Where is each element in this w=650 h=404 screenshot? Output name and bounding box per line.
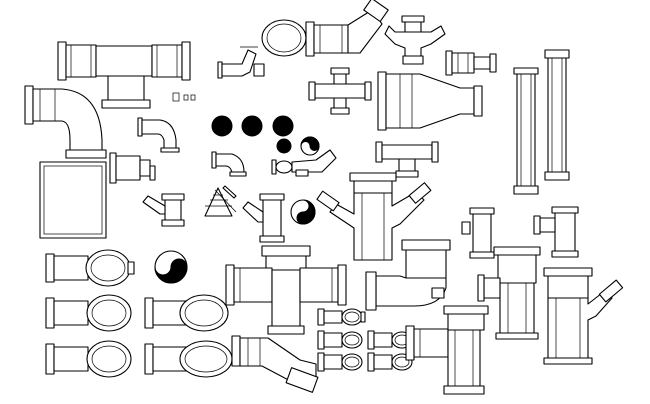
elbow-small-d — [271, 149, 337, 177]
tee-right-small-b — [533, 206, 579, 258]
trap-bend-right — [365, 239, 451, 311]
yin-yang-symbol-2 — [290, 199, 316, 225]
yin-yang-symbol-1 — [300, 136, 320, 156]
pipe-ring-pair-3 — [317, 352, 413, 372]
tee-right-small — [461, 207, 495, 259]
bent-pipe-bottom — [231, 335, 319, 393]
hatched-triangle — [204, 185, 237, 217]
pipe-ring-pair-2 — [317, 330, 413, 350]
tee-right-lower — [405, 305, 489, 395]
tee-small-mid — [375, 141, 439, 178]
elbow-small-b — [217, 46, 265, 79]
reducer-small-top — [445, 50, 497, 76]
y-branch-center-small — [242, 193, 285, 243]
tee-bottom-center — [225, 245, 347, 335]
tall-pipe-2 — [544, 49, 570, 181]
pipe-ring-row-3 — [45, 340, 233, 378]
cross-fitting-left — [109, 152, 156, 184]
cross-fitting-mid — [308, 67, 372, 115]
tee-right-tall — [477, 246, 541, 340]
black-disc-1 — [211, 115, 233, 137]
y-junction-top — [261, 0, 389, 57]
yin-yang-symbol-3 — [154, 250, 188, 284]
elbow-large-left — [24, 85, 107, 159]
pipe-ring-pair-1 — [317, 308, 366, 326]
access-cover-rectangle — [39, 161, 107, 239]
tee-large-top-left — [57, 41, 191, 109]
y-branch-bottom-right — [543, 267, 624, 365]
y-branch-center — [316, 172, 432, 261]
elbow-small-c — [211, 151, 247, 177]
black-disc-3 — [272, 115, 294, 137]
black-disc-4 — [276, 138, 292, 154]
tall-pipe-1 — [513, 67, 539, 195]
y-branch-small — [142, 193, 185, 227]
long-reducer — [377, 71, 483, 131]
elbow-small-a — [137, 117, 180, 153]
small-symbol-glyph — [172, 92, 196, 102]
cross-fitting-top — [384, 15, 446, 65]
black-disc-2 — [241, 115, 263, 137]
pipe-ring-row-2 — [45, 294, 229, 332]
pipe-ring-row-1 — [45, 249, 135, 287]
